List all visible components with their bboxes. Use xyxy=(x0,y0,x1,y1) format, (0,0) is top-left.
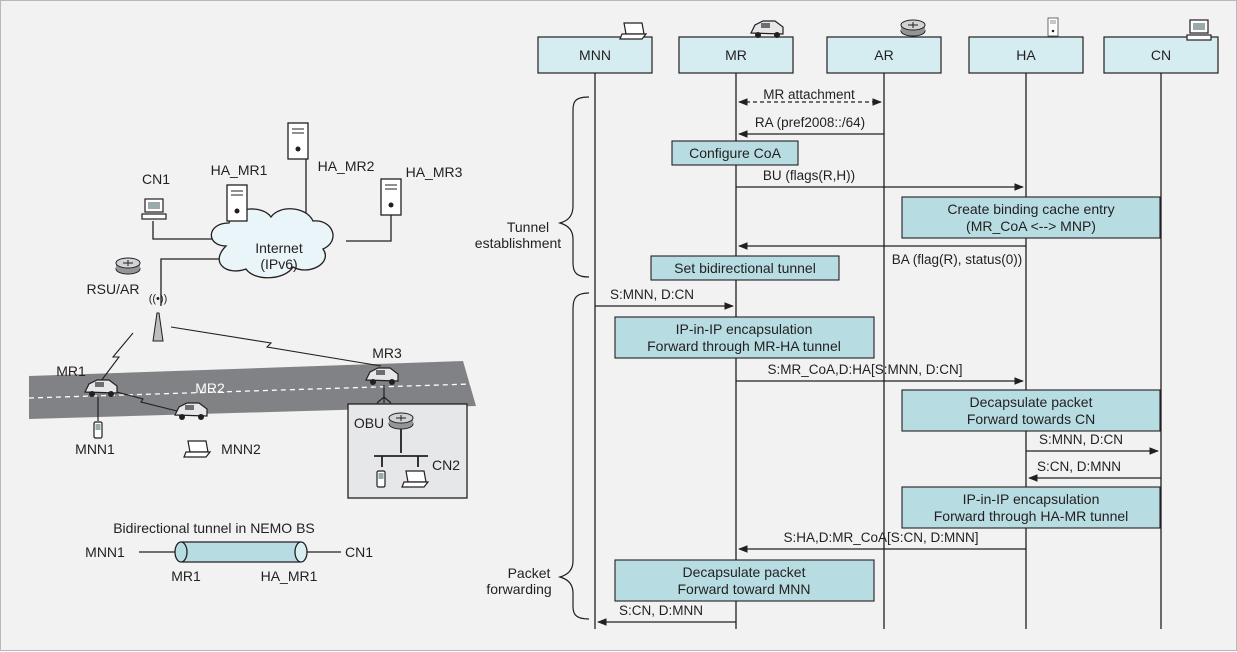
mr2-label: MR2 xyxy=(195,380,225,396)
box-decap-ha-2: Forward towards CN xyxy=(967,411,1095,427)
msg-mr-attachment: MR attachment xyxy=(763,87,855,102)
internet-label: Internet xyxy=(255,240,303,256)
ha-mr2-server-icon xyxy=(288,123,308,159)
box-configure-coa: Configure CoA xyxy=(689,145,781,161)
ar-router-icon xyxy=(901,20,925,36)
cn1-computer-icon xyxy=(142,199,166,219)
ipv6-label: (IPv6) xyxy=(260,256,297,272)
box-encap-mr-2: Forward through MR-HA tunnel xyxy=(647,338,841,354)
entity-ar: AR xyxy=(874,47,893,63)
network-diagram: Internet (IPv6) CN1 HA_MR1 HA_MR2 HA_MR3… xyxy=(29,123,476,584)
mr1-label: MR1 xyxy=(56,363,86,379)
rsu-ar-label: RSU/AR xyxy=(87,281,140,297)
mr3-label: MR3 xyxy=(372,345,402,361)
obu-device-icon xyxy=(377,471,385,487)
box-encap-mr-1: IP-in-IP encapsulation xyxy=(676,321,813,337)
phase-packet-line2: forwarding xyxy=(486,581,551,597)
tunnel-title: Bidirectional tunnel in NEMO BS xyxy=(113,520,315,536)
box-encap-ha-2: Forward through HA-MR tunnel xyxy=(934,508,1129,524)
msg-mnn-to-mr: S:MNN, D:CN xyxy=(610,287,694,302)
packet-phase-brace xyxy=(560,293,589,619)
box-decap-mr-1: Decapsulate packet xyxy=(683,564,806,580)
phase-tunnel-line1: Tunnel xyxy=(507,219,549,235)
box-decap-ha-1: Decapsulate packet xyxy=(970,394,1093,410)
msg-cn-to-ha: S:CN, D:MNN xyxy=(1037,459,1121,474)
ha-mr3-server-icon xyxy=(381,179,401,215)
msg-mr-to-ha: S:MR_CoA,D:HA[S:MNN, D:CN] xyxy=(767,362,962,377)
mnn2-laptop-icon xyxy=(184,441,210,457)
msg-ba: BA (flag(R), status(0)) xyxy=(892,252,1023,267)
entity-ha: HA xyxy=(1016,47,1036,63)
phase-tunnel-line2: establishment xyxy=(475,235,561,251)
mnn-laptop-icon xyxy=(620,23,646,39)
cn1-label: CN1 xyxy=(142,171,170,187)
sequence-diagram: MNN MR AR HA CN Tunnel establishment Pac… xyxy=(475,18,1218,629)
msg-ha-to-mr: S:HA,D:MR_CoA[S:CN, D:MNN] xyxy=(783,530,978,545)
box-decap-mr-2: Forward toward MNN xyxy=(677,581,810,597)
cn2-label: CN2 xyxy=(432,457,460,473)
mnn1-phone-icon xyxy=(94,422,102,438)
obu-label: OBU xyxy=(354,415,384,431)
tunnel-right-router: HA_MR1 xyxy=(261,568,318,584)
box-create-cache-1: Create binding cache entry xyxy=(947,201,1114,217)
ha-mr1-label: HA_MR1 xyxy=(211,162,268,178)
ha-server-icon xyxy=(1048,18,1058,36)
box-encap-ha-1: IP-in-IP encapsulation xyxy=(963,491,1100,507)
tunnel-cylinder-icon xyxy=(175,542,307,562)
tunnel-left-router: MR1 xyxy=(171,568,201,584)
ha-mr3-label: HA_MR3 xyxy=(406,164,463,180)
entity-cn: CN xyxy=(1151,47,1171,63)
ha-mr1-server-icon xyxy=(227,185,247,221)
msg-ha-to-cn: S:MNN, D:CN xyxy=(1039,432,1123,447)
mr-vehicle-icon xyxy=(751,21,783,38)
mnn1-label: MNN1 xyxy=(75,441,115,457)
cn-computer-icon xyxy=(1187,20,1211,40)
tunnel-right-end: CN1 xyxy=(345,544,373,560)
rsu-router-icon xyxy=(116,258,140,274)
box-set-tunnel: Set bidirectional tunnel xyxy=(674,260,816,276)
mnn2-label: MNN2 xyxy=(221,441,261,457)
signal-waves-icon: ((•)) xyxy=(149,293,168,305)
ha-mr2-label: HA_MR2 xyxy=(318,158,375,174)
msg-bu: BU (flags(R,H)) xyxy=(763,168,855,183)
phase-packet-line1: Packet xyxy=(508,565,551,581)
antenna-icon xyxy=(153,313,163,341)
box-create-cache-2: (MR_CoA <--> MNP) xyxy=(966,218,1096,234)
entity-mnn: MNN xyxy=(579,47,611,63)
entity-mr: MR xyxy=(725,47,747,63)
tunnel-left-end: MNN1 xyxy=(85,544,125,560)
msg-ra: RA (pref2008::/64) xyxy=(755,115,865,130)
msg-mr-to-mnn: S:CN, D:MNN xyxy=(619,603,703,618)
obu-router-icon xyxy=(389,413,413,429)
tunnel-phase-brace xyxy=(560,97,589,277)
